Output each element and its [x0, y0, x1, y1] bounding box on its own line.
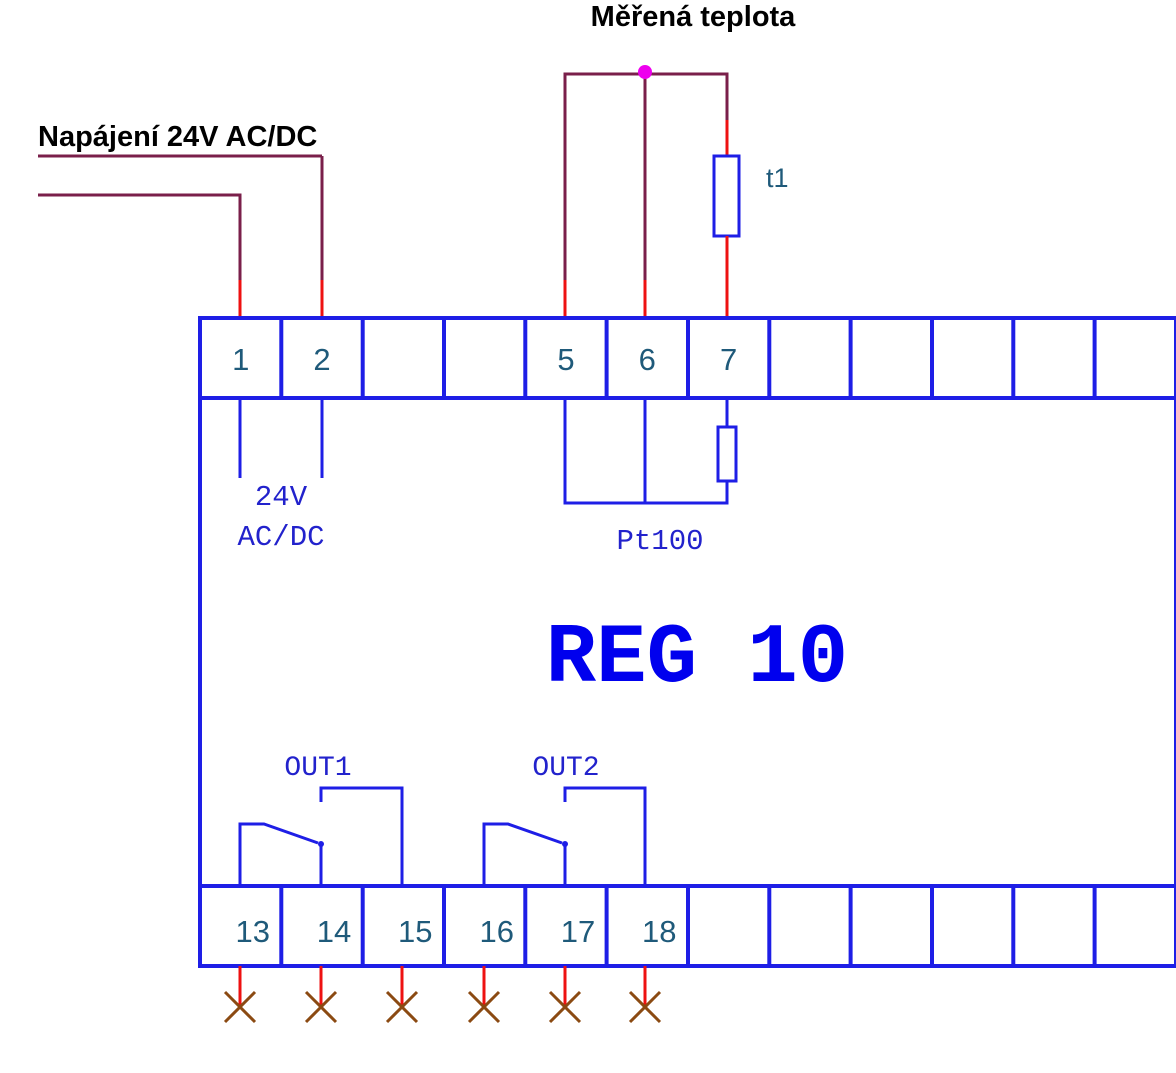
- terminal-number: 15: [398, 914, 432, 949]
- power-supply-label: Napájení 24V AC/DC: [38, 121, 317, 153]
- internal-sensor-resistor: [716, 425, 738, 483]
- terminal-number: 14: [317, 914, 351, 949]
- voltage-type-label: AC/DC: [237, 521, 324, 554]
- not-connected-mark: [467, 990, 501, 1024]
- output2-label: OUT2: [532, 753, 599, 784]
- terminal-number: 7: [720, 342, 737, 377]
- power-wire-1: [38, 193, 242, 280]
- measured-temperature-label: Měřená teplota: [591, 1, 797, 33]
- sensor-t1-label: t1: [766, 163, 789, 193]
- not-connected-mark: [628, 990, 662, 1024]
- junction-dot: [638, 65, 652, 79]
- not-connected-mark: [548, 990, 582, 1024]
- not-connected-mark: [385, 990, 419, 1024]
- terminal-number: 5: [557, 342, 574, 377]
- not-connected-mark: [223, 990, 257, 1024]
- terminal-number: 17: [561, 914, 595, 949]
- terminal-number: 13: [235, 914, 269, 949]
- terminal-number: 2: [313, 342, 330, 377]
- terminal-number: 1: [232, 342, 249, 377]
- device-name: REG 10: [546, 612, 848, 707]
- sensor-resistor-t1: [712, 154, 741, 238]
- relay1-line-15: [319, 786, 404, 886]
- top-terminal-dividers: [279, 318, 1097, 398]
- relay2-line-18: [563, 786, 647, 886]
- top-terminal-row: 1 2 5 6 7: [232, 342, 737, 377]
- voltage-label: 24V: [255, 481, 308, 514]
- bottom-terminal-row: 13 14 15 16 17 18: [235, 914, 676, 949]
- output1-label: OUT1: [284, 753, 351, 784]
- bottom-terminal-dividers: [279, 886, 1097, 966]
- terminal-number: 16: [479, 914, 513, 949]
- terminal-number: 18: [642, 914, 676, 949]
- not-connected-mark: [304, 990, 338, 1024]
- sensor-type-label: Pt100: [616, 525, 703, 558]
- bottom-output-stubs: [223, 966, 662, 1024]
- relay1-contact: [238, 822, 319, 886]
- relay2-contact: [482, 822, 563, 886]
- terminal-number: 6: [639, 342, 656, 377]
